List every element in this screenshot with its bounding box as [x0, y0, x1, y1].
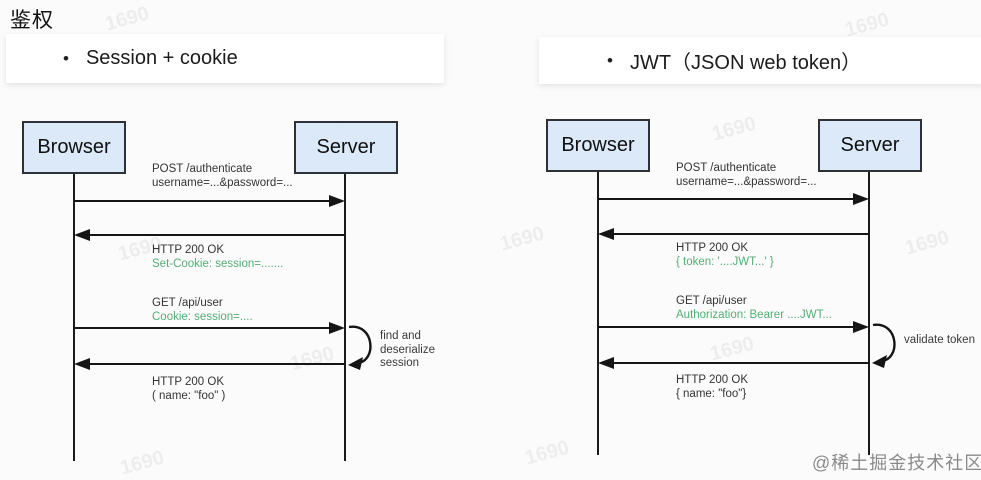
arrow-shaft	[610, 362, 869, 364]
message-line: HTTP 200 OK	[152, 244, 225, 256]
message-line: HTTP 200 OK	[676, 242, 749, 254]
arrow-shaft	[598, 198, 857, 200]
arrow-shaft	[74, 327, 333, 329]
arrowhead-right-icon	[853, 321, 869, 333]
server-actor-box: Server	[294, 121, 398, 174]
arrow-http-200-token	[598, 228, 869, 240]
arrow-http-200-name-foo	[598, 357, 869, 369]
sequence-diagram-session-cookie: Browser Server POST /authenticate userna…	[0, 0, 457, 478]
message-line: { name: "foo"}	[676, 388, 747, 400]
bullet-label-session: Session + cookie	[85, 47, 238, 69]
message-line: ( name: "foo" )	[152, 390, 226, 402]
message-line: POST /authenticate	[152, 163, 253, 175]
bullet-dot: •	[607, 50, 613, 70]
arrow-get-api-user	[74, 322, 345, 334]
message-line-highlight: Set-Cookie: session=.......	[152, 258, 284, 270]
arrowhead-left-icon	[598, 228, 614, 240]
message-line: HTTP 200 OK	[676, 374, 749, 386]
arrowhead-right-icon	[329, 195, 345, 207]
browser-lifeline	[73, 174, 75, 461]
page-title: 鉴权	[10, 9, 54, 32]
sequence-diagram-jwt: Browser Server POST /authenticate userna…	[524, 0, 981, 478]
arrow-http-200-setcookie	[74, 229, 345, 241]
self-call-arc-icon	[872, 323, 896, 368]
note-find-deserialize-session: find and deserialize session	[380, 330, 435, 369]
arrow-shaft	[86, 234, 345, 236]
note-validate-token: validate token	[904, 334, 975, 346]
self-call-arc-icon	[348, 325, 372, 370]
browser-actor-box: Browser	[546, 119, 650, 172]
message-line: POST /authenticate	[676, 162, 777, 174]
browser-lifeline	[597, 172, 599, 455]
message-line: GET /api/user	[152, 297, 223, 309]
arrow-shaft	[74, 200, 333, 202]
arrowhead-left-icon	[74, 358, 90, 370]
message-line: username=...&password=...	[676, 176, 817, 188]
message-line-highlight: Cookie: session=....	[152, 311, 253, 323]
message-label-get-api-user: GET /api/user Cookie: session=....	[152, 296, 253, 324]
message-label-get-api-user: GET /api/user Authorization: Bearer ....…	[676, 294, 832, 322]
message-line-highlight: { token: '....JWT...' }	[676, 256, 774, 268]
bullet-card-jwt: • JWT（JSON web token）	[539, 37, 981, 84]
arrowhead-left-icon	[598, 357, 614, 369]
message-line: GET /api/user	[676, 295, 747, 307]
arrow-post-authenticate	[74, 195, 345, 207]
message-label-name-foo: HTTP 200 OK { name: "foo"}	[676, 373, 748, 401]
arrow-shaft	[610, 233, 869, 235]
bullet-card-session: • Session + cookie	[6, 34, 444, 83]
server-lifeline	[868, 172, 870, 455]
site-watermark: @稀土掘金技术社区	[812, 453, 981, 473]
bullet-label-jwt: JWT（JSON web token）	[629, 52, 862, 74]
server-lifeline	[344, 174, 346, 461]
message-label-name-foo: HTTP 200 OK ( name: "foo" )	[152, 375, 225, 403]
arrowhead-right-icon	[329, 322, 345, 334]
message-label-post-authenticate: POST /authenticate username=...&password…	[676, 161, 817, 189]
bullet-dot: •	[63, 48, 69, 68]
arrow-shaft	[86, 363, 345, 365]
arrow-http-200-name-foo	[74, 358, 345, 370]
message-label-setcookie: HTTP 200 OK Set-Cookie: session=.......	[152, 243, 283, 271]
message-line: HTTP 200 OK	[152, 376, 225, 388]
message-line: username=...&password=...	[152, 177, 293, 189]
arrow-get-api-user	[598, 321, 869, 333]
browser-actor-box: Browser	[22, 121, 126, 174]
arrow-post-authenticate	[598, 193, 869, 205]
arrowhead-right-icon	[853, 193, 869, 205]
arrowhead-left-icon	[74, 229, 90, 241]
arrow-shaft	[598, 326, 857, 328]
message-label-post-authenticate: POST /authenticate username=...&password…	[152, 162, 293, 190]
message-label-token-jwt: HTTP 200 OK { token: '....JWT...' }	[676, 241, 774, 269]
message-line-highlight: Authorization: Bearer ....JWT...	[676, 309, 832, 321]
server-actor-box: Server	[818, 119, 922, 172]
